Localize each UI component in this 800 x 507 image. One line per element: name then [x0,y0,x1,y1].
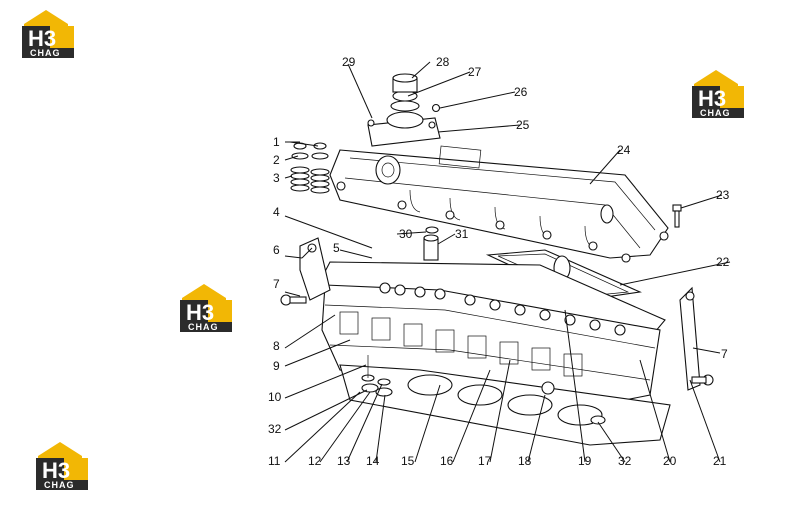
callout-25: 25 [516,118,530,132]
callout-14: 14 [366,454,380,468]
callout-11: 11 [268,454,281,468]
logo-subtext: CHAG [700,108,731,118]
lift-bracket-left [299,237,331,301]
callout-15: 15 [401,454,415,468]
callout-32-left: 32 [268,422,282,436]
injector [423,226,439,261]
callout-12: 12 [308,454,322,468]
lift-bracket-right [679,286,701,391]
logo-text: H3 [186,300,214,325]
brand-logo-top-left: H3 CHAG [20,10,76,58]
callout-9: 9 [273,359,280,373]
callout-labels: 1 2 3 4 5 6 7 7 8 9 10 11 12 13 14 15 16… [268,55,730,468]
callout-23: 23 [716,188,730,202]
lower-gasket [339,364,671,446]
logo-text: H3 [42,458,70,483]
callout-32-right: 32 [618,454,632,468]
brand-logo-top-right: H3 CHAG [690,70,746,118]
callout-30: 30 [399,227,413,241]
callout-31: 31 [455,227,469,241]
logo-text: H3 [28,26,56,51]
logo-subtext: CHAG [188,322,219,332]
valves-lower [361,355,606,425]
logo-subtext: CHAG [44,480,75,490]
callout-19: 19 [578,454,592,468]
callout-22: 22 [716,255,730,269]
logo-text: H3 [698,86,726,111]
callout-20: 20 [663,454,677,468]
callout-13: 13 [337,454,351,468]
callout-6: 6 [273,243,280,257]
valve-springs [290,142,330,194]
logo-subtext: CHAG [30,48,61,58]
callout-29: 29 [342,55,356,69]
callout-7-left: 7 [273,277,280,291]
callout-27: 27 [468,65,482,79]
callout-3: 3 [273,171,280,185]
callout-24: 24 [617,143,631,157]
callout-21: 21 [713,454,727,468]
callout-1: 1 [273,135,280,149]
breather-assembly [367,73,441,147]
callout-4: 4 [273,205,280,219]
engine-drawing: 1 2 3 4 5 6 7 7 8 9 10 11 12 13 14 15 16… [268,55,731,468]
callout-5: 5 [333,241,340,255]
callout-16: 16 [440,454,454,468]
brand-logo-bottom-left: H3 CHAG [34,442,90,490]
brand-logo-middle-left: H3 CHAG [178,284,234,332]
callout-28: 28 [436,55,450,69]
callout-26: 26 [514,85,528,99]
callout-10: 10 [268,390,282,404]
callout-17: 17 [478,454,492,468]
callout-18: 18 [518,454,532,468]
callout-7-right: 7 [721,347,728,361]
valve-cover [329,145,669,263]
callout-2: 2 [273,153,280,167]
callout-8: 8 [273,339,280,353]
leader-lines [284,61,731,463]
